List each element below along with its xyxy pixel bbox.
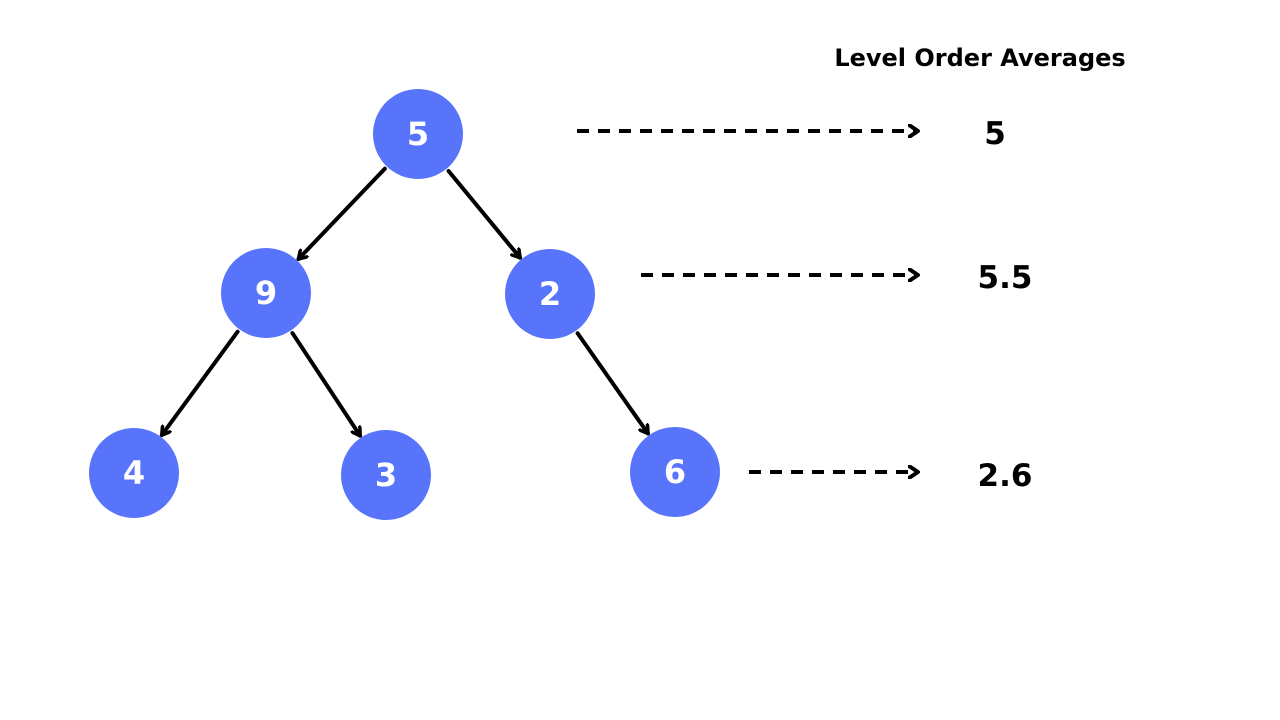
diagram-title: Level Order Averages	[834, 44, 1125, 72]
tree-edges	[159, 166, 650, 438]
edge-right-to-right-right	[575, 331, 650, 436]
tree-node-right: 2	[505, 249, 595, 339]
node-label: 6	[664, 453, 686, 491]
level-arrows	[577, 131, 918, 472]
node-circle	[630, 427, 720, 517]
node-label: 5	[407, 115, 429, 153]
node-circle	[341, 430, 431, 520]
edge-root-to-right	[446, 169, 523, 260]
node-label: 2	[539, 275, 561, 313]
tree-node-right-right: 6	[630, 427, 720, 517]
tree-node-root: 5	[373, 89, 463, 179]
node-circle	[505, 249, 595, 339]
tree-node-left: 9	[221, 248, 311, 338]
node-label: 3	[375, 456, 397, 494]
node-circle	[89, 428, 179, 518]
node-circle	[221, 248, 311, 338]
tree-node-left-left: 4	[89, 428, 179, 518]
node-label: 4	[123, 454, 145, 492]
tree-node-left-right: 3	[341, 430, 431, 520]
edge-left-to-left-left	[159, 329, 240, 438]
edge-left-to-left-right	[290, 331, 363, 438]
level-1-average: 5.5	[978, 260, 1033, 296]
edge-root-to-left	[296, 166, 387, 262]
node-label: 9	[255, 274, 277, 312]
tree-nodes: 5 9 2 4 3 6	[89, 89, 720, 520]
node-circle	[373, 89, 463, 179]
level-0-average: 5	[984, 116, 1006, 152]
level-averages: 5 5.5 2.6	[978, 116, 1033, 494]
level-2-average: 2.6	[978, 458, 1033, 494]
